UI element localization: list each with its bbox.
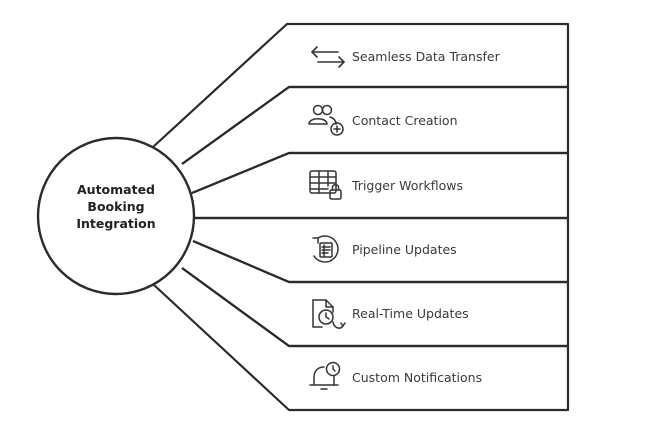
- hub-circle: [36, 136, 196, 296]
- alarm-bell-icon: [309, 361, 341, 390]
- hub-title-line-3: Integration: [76, 216, 156, 231]
- hub-title-line-2: Booking: [87, 199, 145, 214]
- item-label-real-time-updates: Real-Time Updates: [352, 306, 469, 321]
- item-label-seamless-data-transfer: Seamless Data Transfer: [352, 49, 500, 64]
- hub-title: Automated Booking Integration: [43, 181, 189, 232]
- item-label-pipeline-updates: Pipeline Updates: [352, 242, 457, 257]
- item-label-custom-notifications: Custom Notifications: [352, 370, 483, 385]
- refresh-document-icon: [312, 235, 339, 263]
- band-custom-notifications: [153, 267, 570, 412]
- locked-table-icon: [309, 170, 342, 200]
- item-label-contact-creation: Contact Creation: [352, 113, 458, 128]
- arrows-exchange-icon: [311, 46, 345, 68]
- clock-document-icon: [312, 299, 346, 329]
- band-seamless-data-transfer: [152, 22, 570, 165]
- add-contact-icon: [308, 104, 344, 136]
- item-label-trigger-workflows: Trigger Workflows: [352, 178, 463, 193]
- hub-title-line-1: Automated: [77, 182, 155, 197]
